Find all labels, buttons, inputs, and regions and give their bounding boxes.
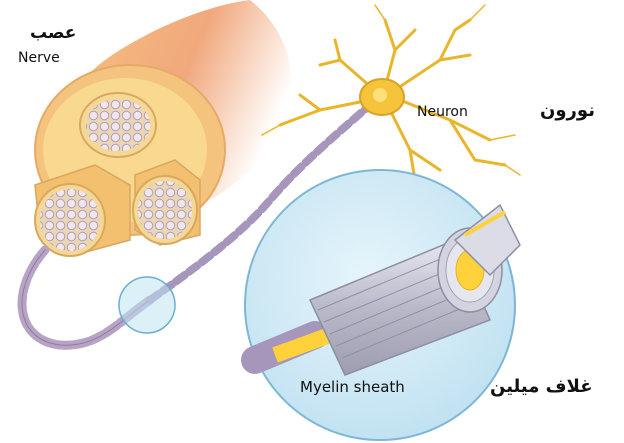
magnified-view [245, 170, 520, 440]
fascicle-top [80, 93, 156, 157]
fascicle-right [133, 160, 200, 245]
neuron-label-ar: نورون [540, 100, 595, 121]
nerve-label-en: Nerve [18, 50, 60, 66]
neuron-label-en: Neuron [417, 104, 468, 120]
myelin-label-en: Myelin sheath [300, 378, 405, 396]
neuron [262, 5, 520, 180]
magnifier-small [119, 277, 175, 333]
nerve-label-ar: عصب [30, 23, 76, 43]
myelin-label-ar: غلاف ميلين [490, 376, 593, 397]
